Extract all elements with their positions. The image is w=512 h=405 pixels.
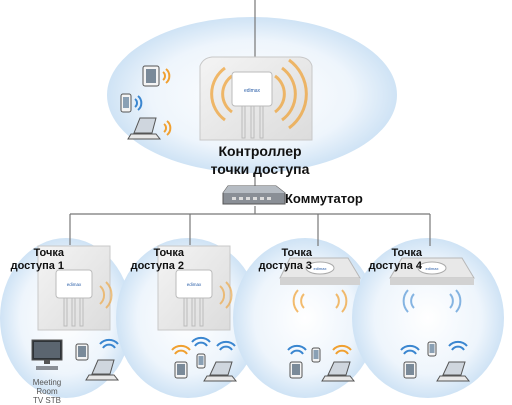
svg-text:edimax: edimax <box>244 88 261 94</box>
ap4-label: Точка доступа 4 <box>366 247 422 273</box>
switch-label: Коммутатор <box>285 191 363 206</box>
access-point-3-icon: edimax <box>279 257 361 313</box>
ap3-label: Точка доступа 3 <box>256 247 312 273</box>
laptop-icon <box>321 361 356 382</box>
tv-icon <box>31 339 63 370</box>
laptop-icon <box>127 117 162 140</box>
tablet-icon <box>75 343 89 361</box>
tablet-icon <box>174 361 188 379</box>
controller-access-point-icon: edimax <box>199 56 313 141</box>
wifi-icon <box>99 338 119 349</box>
access-point-2-icon: edimax <box>157 245 233 331</box>
tablet-icon <box>289 361 303 379</box>
controller-label-line1: Контроллер <box>218 143 302 159</box>
tablet-icon <box>403 361 417 379</box>
access-point-4-icon: edimax <box>389 257 475 313</box>
ap2-label-line1: Точка <box>153 247 184 259</box>
phone-icon <box>311 347 321 363</box>
wifi-icon <box>191 336 211 347</box>
ap1-label-line2: доступа 1 <box>10 260 64 272</box>
phone-icon <box>427 341 437 357</box>
wifi-icon <box>162 68 171 84</box>
tv-label-line1: Meeting Room <box>32 378 62 396</box>
ap4-label-line1: Точка <box>391 247 422 259</box>
ap3-label-line2: доступа 3 <box>258 260 312 272</box>
svg-text:edimax: edimax <box>187 282 202 287</box>
wifi-icon <box>163 120 172 136</box>
ap2-label: Точка доступа 2 <box>128 247 184 273</box>
wifi-icon <box>448 340 468 351</box>
ap1-label: Точка доступа 1 <box>8 247 64 273</box>
ap4-label-line2: доступа 4 <box>368 260 422 272</box>
ap1-label-line1: Точка <box>33 247 64 259</box>
tv-label: Meeting Room TV STB <box>22 378 72 405</box>
laptop-icon <box>203 361 238 382</box>
tablet-icon <box>142 65 160 87</box>
controller-label-line2: точки доступа <box>210 161 310 177</box>
phone-icon <box>120 93 132 113</box>
svg-text:edimax: edimax <box>67 282 82 287</box>
tv-label-line2: TV STB <box>32 396 61 405</box>
wifi-icon <box>287 344 307 355</box>
laptop-icon <box>85 359 120 381</box>
controller-label: Контроллер точки доступа <box>190 142 330 178</box>
wifi-icon <box>216 340 236 351</box>
svg-text:edimax: edimax <box>426 266 439 271</box>
ap3-label-line1: Точка <box>281 247 312 259</box>
ap2-label-line2: доступа 2 <box>130 260 184 272</box>
wifi-icon <box>171 344 191 355</box>
svg-text:edimax: edimax <box>314 266 327 271</box>
wifi-icon <box>400 344 420 355</box>
laptop-icon <box>436 361 471 382</box>
access-point-1-icon: edimax <box>37 245 113 331</box>
phone-icon <box>196 353 206 369</box>
network-lines <box>69 0 431 246</box>
wifi-icon <box>134 95 143 111</box>
switch-icon <box>222 185 286 205</box>
wifi-icon <box>332 344 352 355</box>
